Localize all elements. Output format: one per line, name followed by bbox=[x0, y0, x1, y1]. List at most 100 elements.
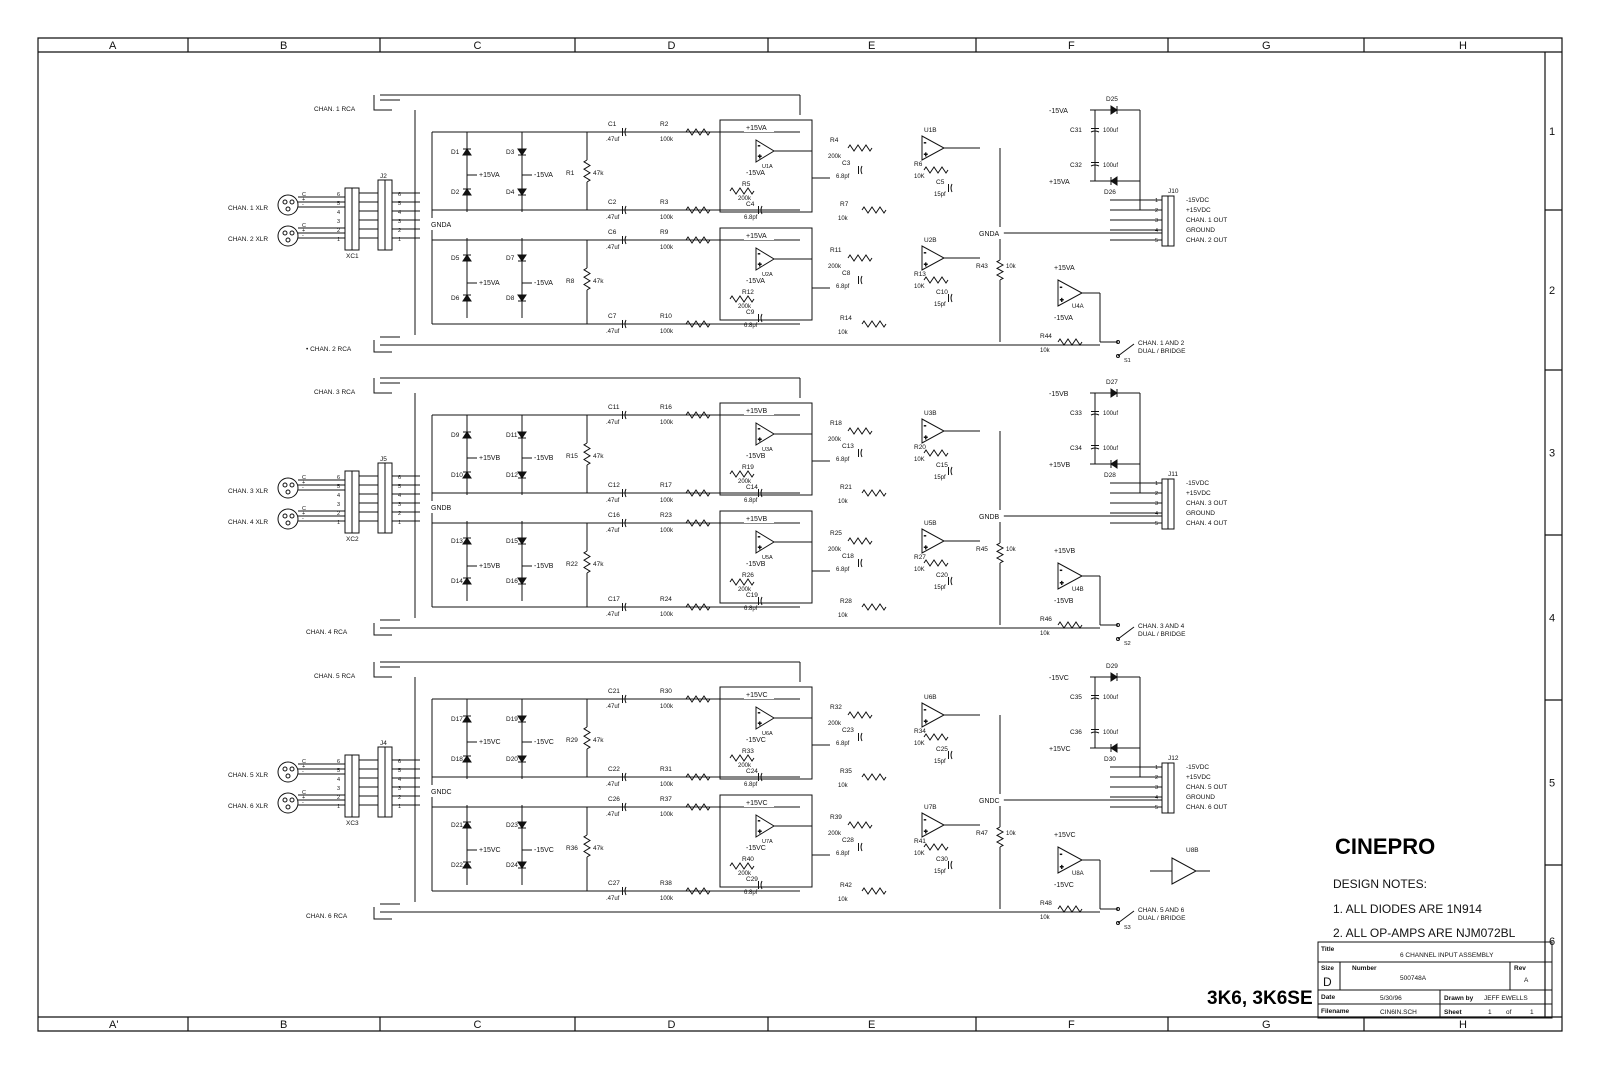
supply-text: -15VB bbox=[746, 561, 766, 568]
pin-number: 5 bbox=[1155, 521, 1158, 527]
supply-text: +15VC bbox=[479, 847, 501, 854]
supply-text: +15VB bbox=[746, 516, 768, 523]
supply-text: -15VB bbox=[534, 455, 554, 462]
jack-line-label: GROUND bbox=[1186, 227, 1215, 234]
zone-number: 2 bbox=[1549, 285, 1555, 297]
xlr-pin bbox=[286, 207, 290, 211]
diode bbox=[518, 189, 526, 195]
xlr-pin bbox=[286, 490, 290, 494]
zone-letter-top: A bbox=[109, 40, 117, 52]
capacitor bbox=[1091, 446, 1099, 450]
supply-text: -15VC bbox=[746, 845, 766, 852]
opamp-pin: + bbox=[758, 830, 762, 836]
capacitor-ref: C25 bbox=[936, 746, 948, 753]
zone-letter-top: F bbox=[1068, 40, 1075, 52]
capacitor bbox=[859, 166, 863, 174]
tb-sheet: 1 bbox=[1488, 1009, 1492, 1016]
pin-number: 3 bbox=[1155, 785, 1158, 791]
pin-number: 1 bbox=[1155, 198, 1158, 204]
opamp-pin: + bbox=[924, 719, 928, 725]
connector-ref: J10 bbox=[1168, 188, 1179, 195]
jack-line-label: +15VDC bbox=[1186, 490, 1211, 497]
resistor bbox=[686, 774, 710, 780]
capacitor bbox=[859, 843, 863, 851]
capacitor-ref: C19 bbox=[746, 592, 758, 599]
diode bbox=[518, 578, 526, 584]
capacitor-value: 6.8pf bbox=[744, 215, 758, 221]
xlr-pin-label: + bbox=[302, 511, 305, 517]
diode bbox=[463, 862, 471, 868]
supply-neg: -15VB bbox=[532, 559, 562, 570]
resistor-ref: R43 bbox=[976, 263, 988, 270]
pin-number: 5 bbox=[337, 484, 340, 490]
switch-label: DUAL / BRIDGE bbox=[1138, 915, 1186, 922]
pin-number: 4 bbox=[398, 210, 401, 216]
switch-label: DUAL / BRIDGE bbox=[1138, 631, 1186, 638]
resistor-ref: R23 bbox=[660, 512, 672, 519]
opamp-ref: U8A bbox=[1072, 871, 1084, 877]
pin-number: 4 bbox=[1155, 228, 1158, 234]
capacitor-value: .47uf bbox=[606, 498, 620, 504]
diode-ref: D15 bbox=[506, 538, 518, 545]
opamp: -+ bbox=[756, 423, 774, 445]
connector-ref: J12 bbox=[1168, 755, 1179, 762]
resistor bbox=[686, 412, 710, 418]
capacitor bbox=[859, 559, 863, 567]
opamp-supply: -15VB bbox=[744, 557, 774, 568]
pin-number: 1 bbox=[337, 520, 340, 526]
resistor-value: 200k bbox=[738, 763, 752, 769]
resistor-value: 10K bbox=[914, 284, 925, 290]
supply-text: +15VA bbox=[479, 172, 500, 179]
diode bbox=[463, 578, 471, 584]
notes-title: DESIGN NOTES: bbox=[1333, 877, 1427, 891]
capacitor-ref: C33 bbox=[1070, 410, 1082, 417]
connector bbox=[1162, 479, 1174, 529]
resistor bbox=[924, 844, 948, 850]
capacitor-ref: C4 bbox=[746, 201, 755, 208]
diode bbox=[463, 189, 471, 195]
pin-number: 3 bbox=[1155, 218, 1158, 224]
resistor-value: 200k bbox=[738, 196, 752, 202]
jack-line-label: CHAN. 4 OUT bbox=[1186, 520, 1227, 527]
opamp-ref: U5A bbox=[762, 555, 773, 561]
pin-number: 1 bbox=[337, 804, 340, 810]
pin-number: 4 bbox=[337, 493, 340, 499]
capacitor-value: .47uf bbox=[606, 528, 620, 534]
connector bbox=[1162, 763, 1174, 813]
capacitor-ref: C12 bbox=[608, 482, 620, 489]
rca-label: CHAN. 3 RCA bbox=[314, 389, 356, 396]
opamp-ref: U4A bbox=[1072, 304, 1084, 310]
wire bbox=[374, 378, 392, 393]
supply-text: -15VA bbox=[1054, 315, 1073, 322]
resistor bbox=[924, 450, 948, 456]
capacitor bbox=[623, 519, 627, 527]
resistor-value: 100k bbox=[660, 896, 674, 902]
diode bbox=[463, 295, 471, 301]
resistor-value: 10k bbox=[1006, 547, 1017, 553]
xlr-pin-label: C bbox=[302, 759, 306, 765]
resistor bbox=[862, 888, 886, 894]
jack-line-label: GROUND bbox=[1186, 794, 1215, 801]
resistor bbox=[924, 734, 948, 740]
resistor-ref: R5 bbox=[742, 181, 751, 188]
xlr-pin bbox=[283, 200, 287, 204]
opamp-pin: - bbox=[924, 423, 926, 429]
capacitor-value: 6.8pf bbox=[744, 606, 758, 612]
resistor-value: 200k bbox=[828, 154, 842, 160]
zone-letter-bottom: D bbox=[668, 1019, 676, 1031]
capacitor-value: .47uf bbox=[606, 245, 620, 251]
resistor-value: 10k bbox=[838, 783, 849, 789]
jack-line-label: +15VDC bbox=[1186, 207, 1211, 214]
opamp bbox=[1172, 858, 1196, 884]
supply-pos: +15VB bbox=[477, 451, 507, 462]
resistor-value: 47k bbox=[593, 170, 604, 177]
resistor-value: 100k bbox=[660, 245, 674, 251]
capacitor bbox=[623, 236, 627, 244]
wire bbox=[1118, 911, 1134, 923]
diode-ref: D25 bbox=[1106, 96, 1118, 103]
resistor bbox=[686, 129, 710, 135]
resistor bbox=[730, 863, 754, 869]
resistor-ref: R8 bbox=[566, 278, 575, 285]
pin-number: 5 bbox=[337, 768, 340, 774]
